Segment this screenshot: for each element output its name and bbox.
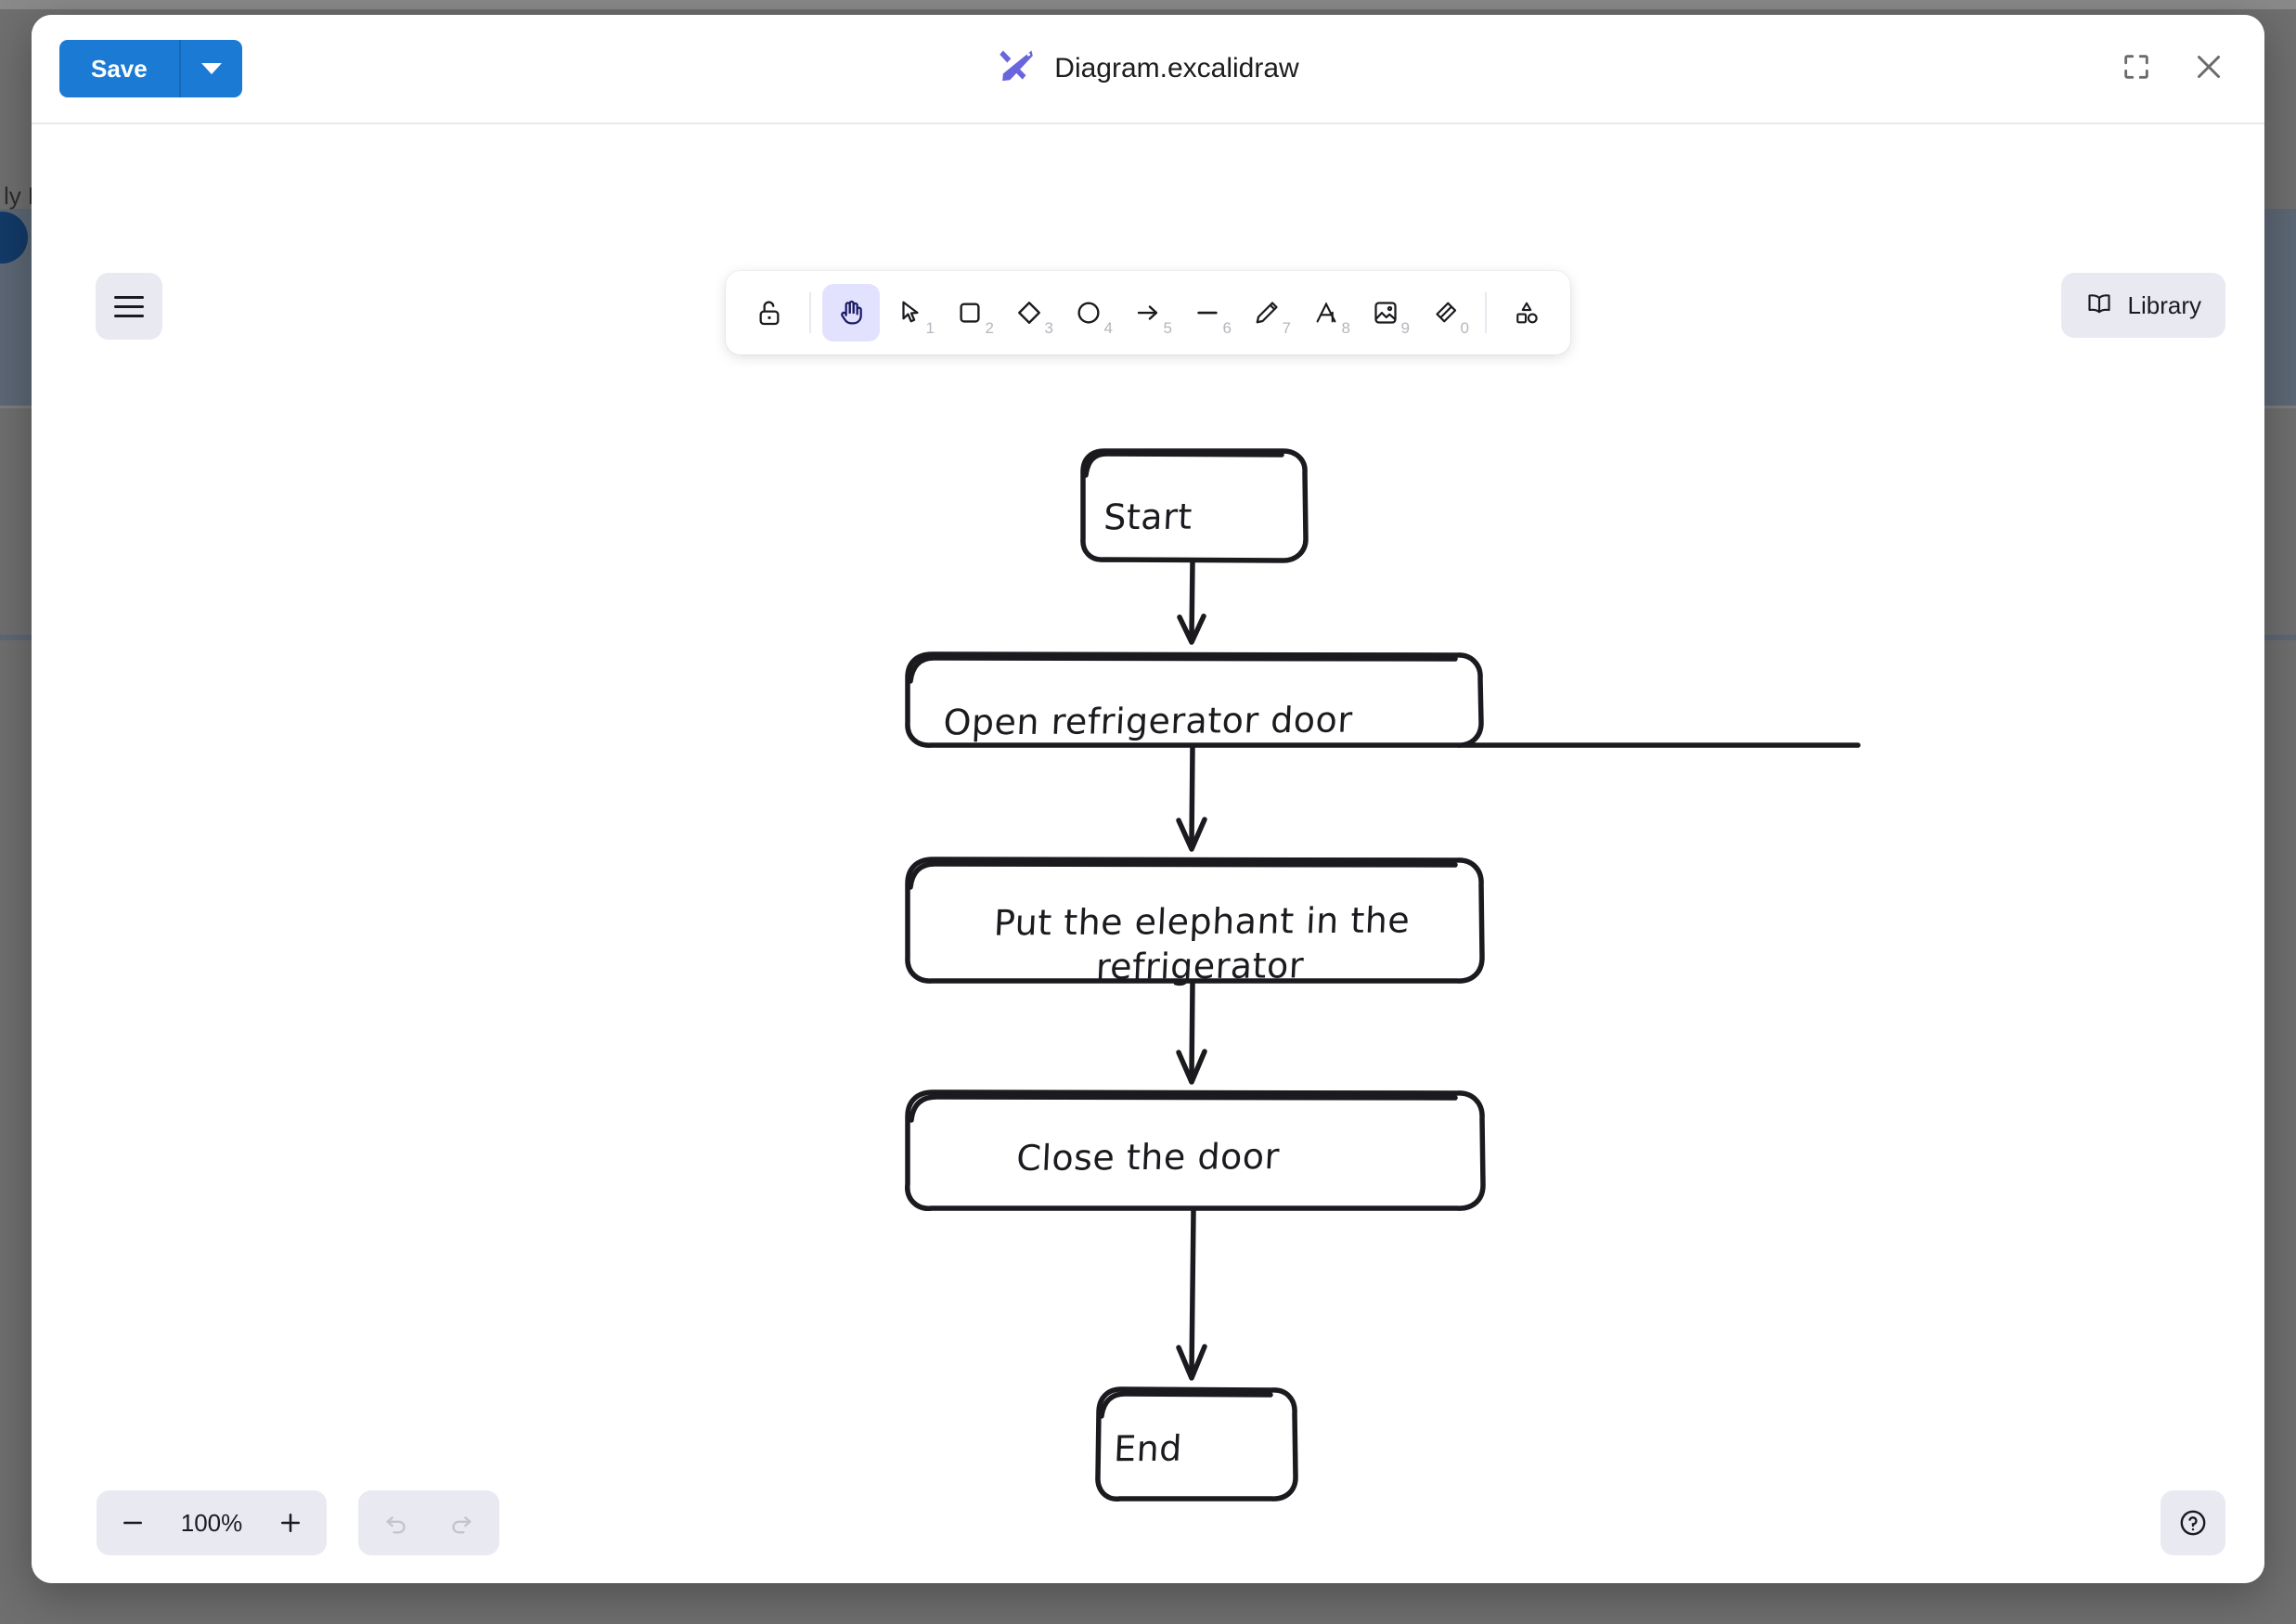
node-put-label: Put the elephant in the refrigerator: [992, 899, 1412, 987]
edge-close-end: [1176, 1208, 1207, 1381]
tool-shortcut-label: 2: [985, 319, 994, 337]
tool-arrow[interactable]: 5: [1119, 284, 1177, 342]
tool-draw[interactable]: 7: [1238, 284, 1296, 342]
excalidraw-logo-icon: [997, 45, 1038, 91]
node-end-label: End: [1113, 1427, 1183, 1470]
save-button[interactable]: Save: [59, 40, 179, 97]
redo-button[interactable]: [432, 1494, 490, 1552]
zoom-in-button[interactable]: [262, 1494, 319, 1552]
node-open-label: Open refrigerator door: [942, 699, 1354, 743]
tool-shortcut-label: 9: [1400, 319, 1410, 337]
tool-lock[interactable]: [741, 284, 798, 342]
tool-shortcut-label: 1: [925, 319, 935, 337]
tool-rectangle[interactable]: 2: [941, 284, 999, 342]
help-button[interactable]: [2161, 1490, 2225, 1555]
window-title-area: Diagram.excalidraw: [997, 45, 1299, 91]
fullscreen-button[interactable]: [2112, 43, 2161, 91]
canvas-area[interactable]: 1 2 3 4: [32, 124, 2264, 1583]
node-open-shape: [905, 651, 1861, 748]
node-end-shape: [1095, 1386, 1298, 1502]
tools-toolbar: 1 2 3 4: [726, 271, 1570, 354]
edge-open-put: [1176, 745, 1207, 852]
tool-eraser[interactable]: 0: [1416, 284, 1474, 342]
tool-line[interactable]: 6: [1179, 284, 1236, 342]
history-controls: [358, 1490, 499, 1555]
tool-shortcut-label: 5: [1163, 319, 1172, 337]
zoom-level-value[interactable]: 100%: [180, 1508, 243, 1537]
node-close-label: Close the door: [1015, 1136, 1281, 1179]
edge-put-close: [1176, 981, 1207, 1085]
hamburger-menu-button[interactable]: [96, 273, 162, 340]
tool-shortcut-label: 3: [1044, 319, 1053, 337]
edge-start-open: [1177, 560, 1206, 645]
tool-shortcut-label: 0: [1460, 319, 1469, 337]
undo-button[interactable]: [368, 1494, 425, 1552]
tool-shortcut-label: 7: [1282, 319, 1291, 337]
excalidraw-modal-window: Save Diagram.excalidraw: [32, 15, 2264, 1583]
library-button-label: Library: [2127, 290, 2201, 319]
zoom-out-button[interactable]: [104, 1494, 161, 1552]
tool-diamond[interactable]: 3: [1000, 284, 1058, 342]
zoom-controls: 100%: [97, 1490, 327, 1555]
tool-shortcut-label: 8: [1341, 319, 1350, 337]
window-controls: [2112, 43, 2233, 91]
tool-ellipse[interactable]: 4: [1060, 284, 1117, 342]
tool-image[interactable]: 9: [1357, 284, 1414, 342]
save-dropdown-button[interactable]: [178, 40, 242, 97]
tool-hand[interactable]: [822, 284, 880, 342]
tool-shapes[interactable]: [1498, 284, 1555, 342]
node-close-shape: [905, 1089, 1486, 1211]
toolbar-divider-2: [1485, 292, 1487, 333]
close-button[interactable]: [2185, 43, 2233, 91]
library-button[interactable]: Library: [2060, 273, 2225, 338]
node-start-shape: [1080, 448, 1309, 563]
background-top-strip: [0, 0, 2296, 9]
chevron-down-icon: [200, 63, 222, 74]
tool-selection[interactable]: 1: [882, 284, 939, 342]
save-button-group: Save: [59, 40, 242, 97]
toolbar-divider: [809, 292, 811, 333]
tool-shortcut-label: 6: [1222, 319, 1232, 337]
tool-text[interactable]: 8: [1297, 284, 1355, 342]
hamburger-menu-icon: [114, 290, 144, 324]
tool-shortcut-label: 4: [1103, 319, 1113, 337]
node-put-shape: [905, 857, 1485, 984]
node-start-label: Start: [1103, 496, 1193, 538]
window-title: Diagram.excalidraw: [1054, 52, 1299, 84]
book-icon: [2085, 290, 2113, 322]
window-header: Save Diagram.excalidraw: [32, 15, 2264, 124]
